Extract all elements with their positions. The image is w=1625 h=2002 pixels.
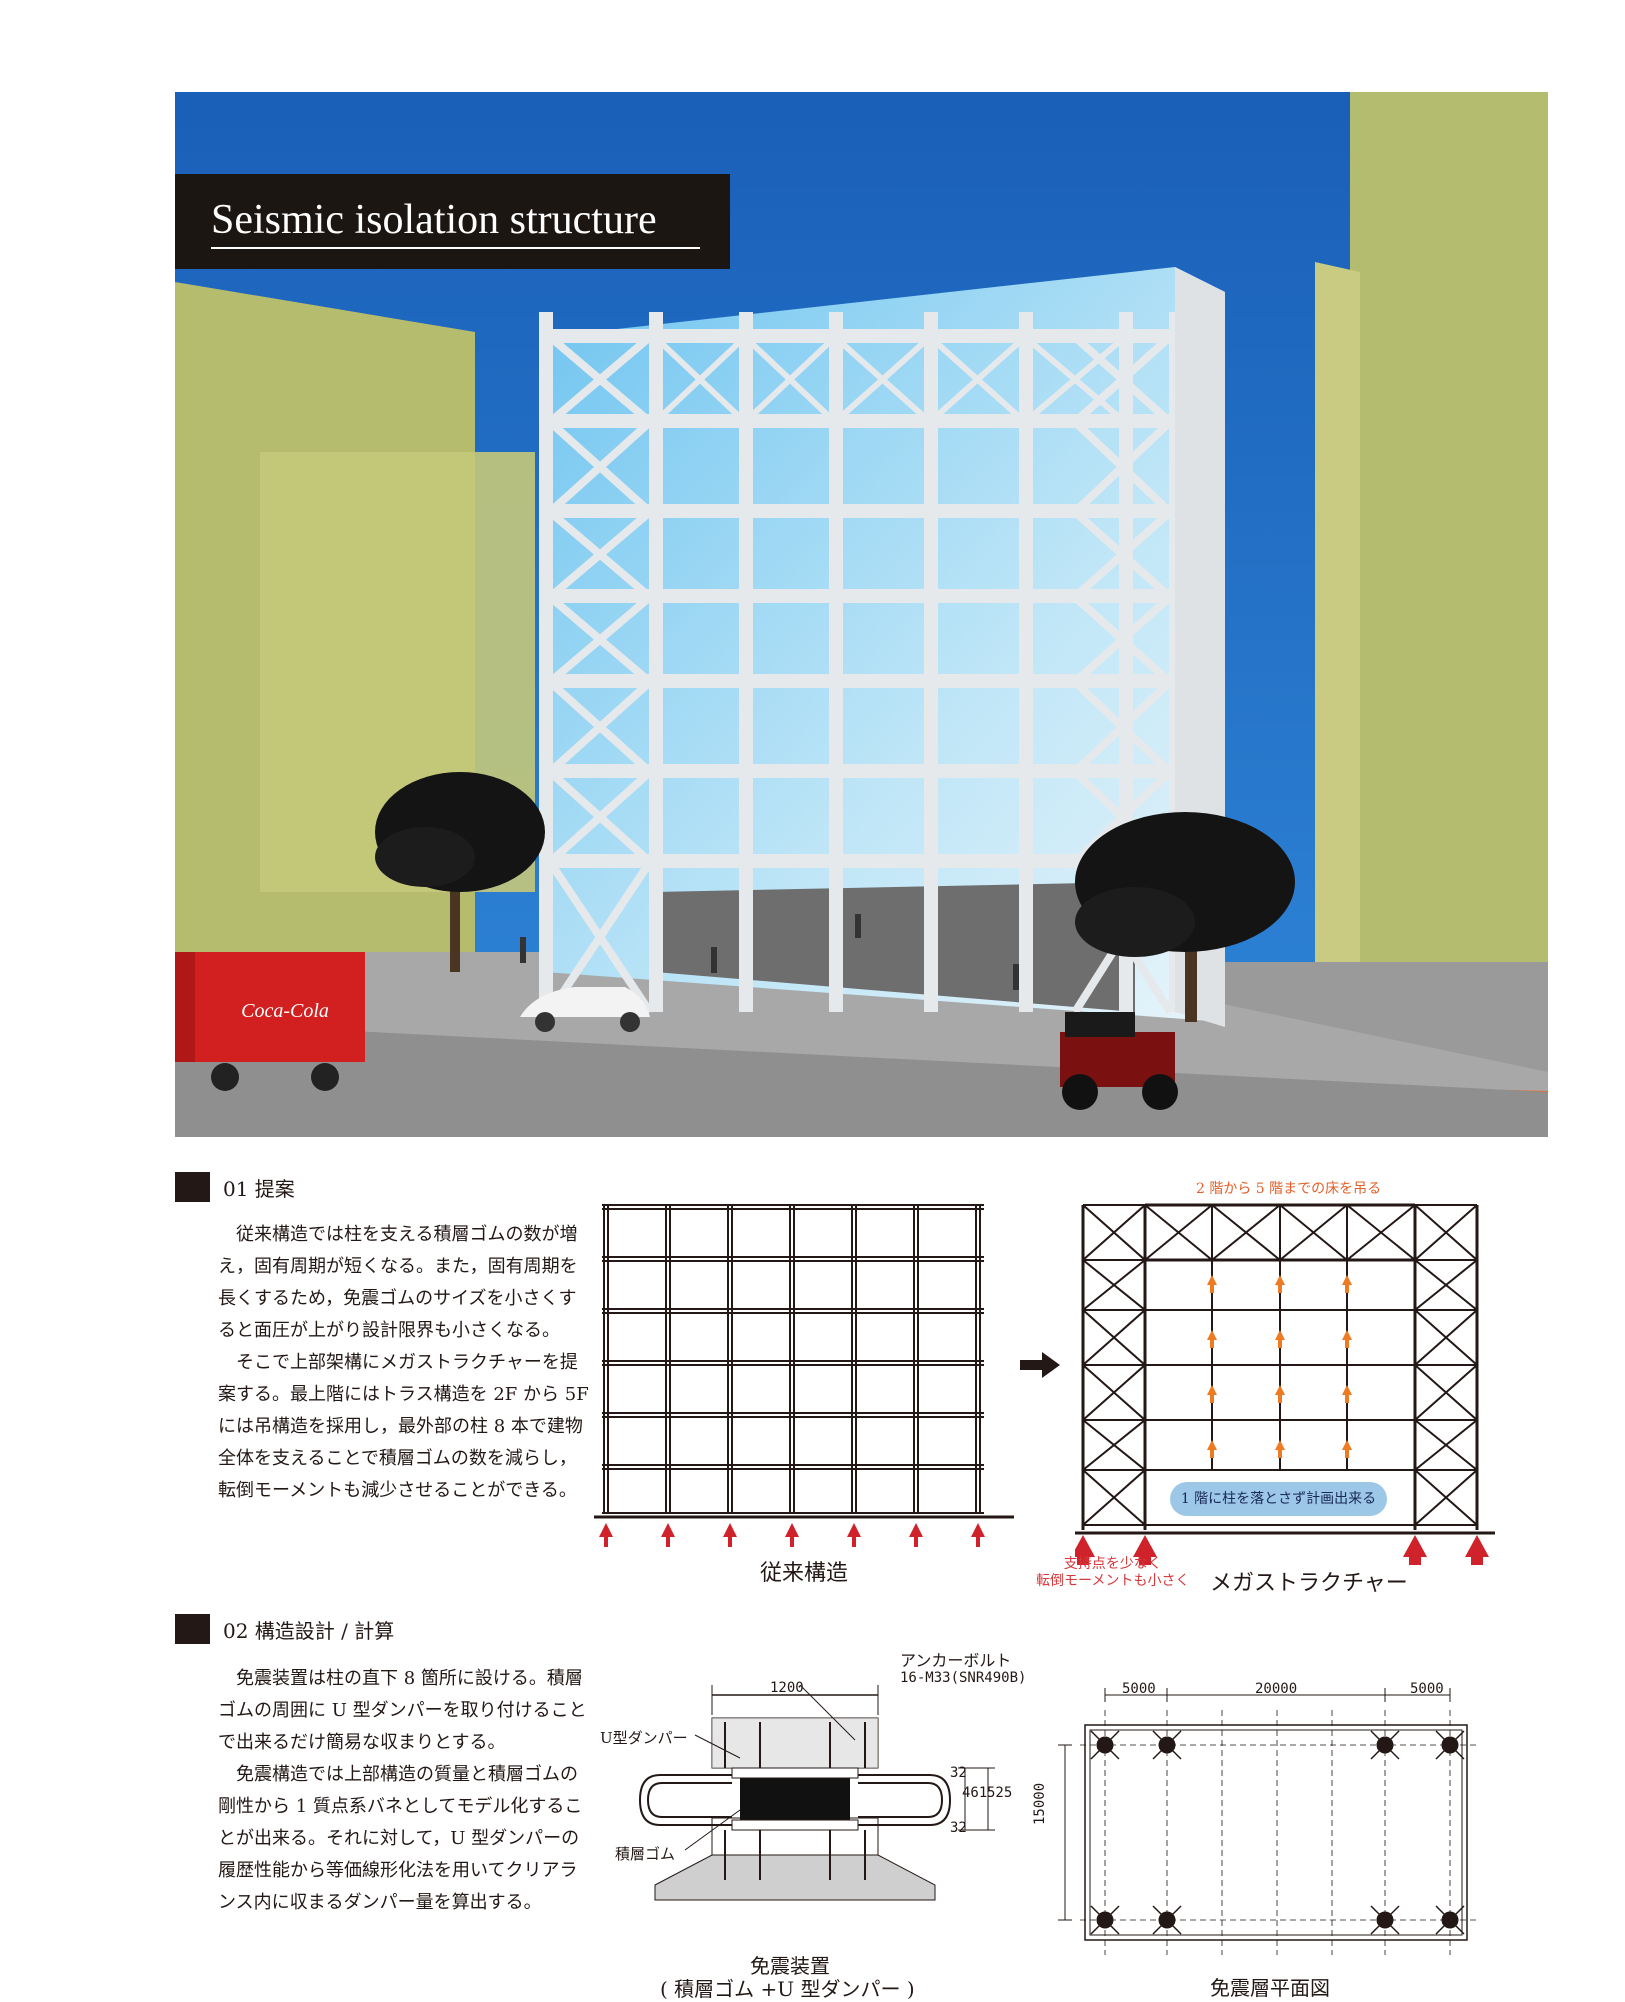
plan-dim-mid: 20000 [1255,1681,1298,1697]
tree-left [375,772,545,972]
note-support-points: 支持点を少なく 転倒モーメントも小さく [1036,1556,1189,1590]
building-glass [545,267,1225,1022]
note-line: 転倒モーメントも小さく [1036,1573,1190,1589]
note-hanging-floors: 2 階から 5 階までの床を吊る [1196,1181,1382,1197]
building-rendering-illustration: Coca-Cola [175,92,1548,1137]
caption-device-detail: ( 積層ゴム +U 型ダンパー ) [660,1977,915,2001]
title-underline [211,247,700,249]
section-02-body: 免震装置は柱の直下 8 箇所に設ける。積層ゴムの周囲に U 型ダンパーを取り付け… [218,1663,590,1919]
plan-dim-height: 15000 [1032,1782,1048,1825]
isolation-device-drawing [638,1684,995,1901]
note-pill: 1 階に柱を落とさず計画出来る [1170,1482,1387,1516]
hero-rendering: Coca-Cola [175,92,1548,1137]
plan-dim-left: 5000 [1122,1681,1156,1697]
section-title: 02 構造設計 / 計算 [223,1619,395,1643]
right-building [1350,92,1548,1032]
paragraph: そこで上部架構にメガストラクチャーを提案する。最上階にはトラス構造を 2F から… [218,1352,589,1501]
dim-525: 525 [987,1785,1013,1801]
label-u-damper: U型ダンパー [600,1729,688,1747]
dim-461: 461 [962,1785,988,1801]
label-rubber-bearing: 積層ゴム [615,1845,676,1863]
jeep [1060,1012,1178,1110]
right-arrow-icon [1020,1352,1060,1378]
section-marker [175,1614,210,1644]
plan-dim-right: 5000 [1410,1681,1444,1697]
paragraph: 免震構造では上部構造の質量と積層ゴムの剛性から 1 質点系バネとしてモデル化する… [218,1764,583,1913]
label-anchor-spec: 16-M33(SNR490B) [900,1670,1027,1686]
pedestrians [520,914,1019,990]
megastructure-frame [539,312,1183,1015]
caption-megastructure: メガストラクチャー [1210,1571,1408,1596]
caption-device: 免震装置 [750,1954,830,1978]
page-title: Seismic isolation structure [211,197,657,243]
white-car [520,987,650,1032]
dim-32-top: 32 [950,1765,967,1781]
paragraph: 従来構造では柱を支える積層ゴムの数が増え，固有周期が短くなる。また，固有周期を長… [218,1224,578,1341]
note-line: 支持点を少なく [1063,1556,1162,1572]
label-anchor-bolt: アンカーボルト [900,1651,1012,1670]
dim-width: 1200 [770,1680,804,1696]
section-marker [175,1172,210,1202]
conventional-structure-diagram [594,1204,1014,1547]
title-banner: Seismic isolation structure [175,174,730,269]
section-title: 01 提案 [223,1177,295,1201]
megastructure-diagram [1075,1203,1495,1565]
paragraph: 免震装置は柱の直下 8 箇所に設ける。積層ゴムの周囲に U 型ダンパーを取り付け… [218,1668,587,1753]
caption-plan: 免震層平面図 [1210,1976,1330,2000]
truck-logo: Coca-Cola [241,1000,329,1022]
caption-conventional: 従来構造 [760,1561,849,1586]
dim-32-bottom: 32 [950,1820,967,1836]
truck: Coca-Cola [175,952,365,1091]
isolation-plan-drawing [1058,1688,1480,1955]
section-01-body: 従来構造では柱を支える積層ゴムの数が増え，固有周期が短くなる。また，固有周期を長… [218,1219,590,1507]
tree-right [1075,812,1295,1022]
